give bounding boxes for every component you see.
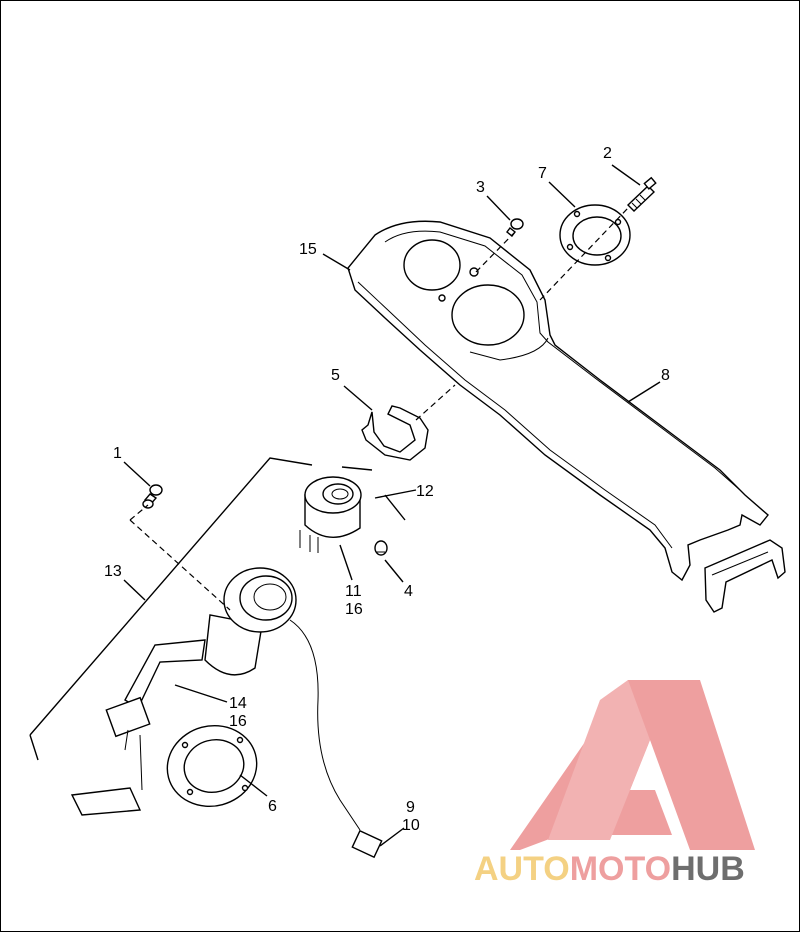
assembly-outline [29, 457, 406, 761]
automotohub-logo: AUTOMOTOHUB [474, 680, 755, 888]
callout-11: 11 [345, 583, 362, 600]
callout-7: 7 [538, 165, 547, 182]
screw-2 [626, 176, 657, 212]
retaining-clip [361, 405, 429, 461]
gasket [166, 724, 258, 808]
dash-line-1 [129, 504, 231, 611]
callout-14-16: 16 [229, 713, 247, 730]
callout-5: 5 [331, 367, 340, 384]
fuel-pump-module [70, 567, 383, 859]
callout-6: 6 [268, 798, 277, 815]
callout-13: 13 [104, 563, 122, 580]
console-panel [347, 220, 769, 582]
logo-inner-mark [548, 680, 650, 840]
callout-1: 1 [113, 445, 122, 462]
logo-text: AUTOMOTOHUB [474, 850, 745, 888]
fuel-sender [299, 476, 362, 553]
screw-1 [142, 484, 163, 509]
callout-15: 15 [299, 241, 317, 258]
callout-2: 2 [603, 145, 612, 162]
logo-text-auto: AUTO [474, 850, 570, 888]
dash-line-5 [415, 384, 456, 421]
callout-3: 3 [476, 179, 485, 196]
callout-10: 10 [402, 817, 420, 834]
screw-3 [506, 218, 524, 237]
end-bracket [704, 539, 786, 613]
dash-line-2 [539, 207, 629, 301]
callout-14: 14 [229, 695, 247, 712]
callout-11-16: 16 [345, 601, 363, 618]
fuel-door-ring [559, 204, 631, 266]
callout-9: 9 [406, 799, 415, 816]
callout-8: 8 [661, 367, 670, 384]
bulb [374, 540, 388, 556]
leader-lines [123, 164, 661, 847]
logo-text-hub: HUB [671, 850, 745, 888]
callout-12: 12 [416, 483, 434, 500]
callout-4: 4 [404, 583, 413, 600]
logo-text-moto: MOTO [570, 850, 671, 888]
